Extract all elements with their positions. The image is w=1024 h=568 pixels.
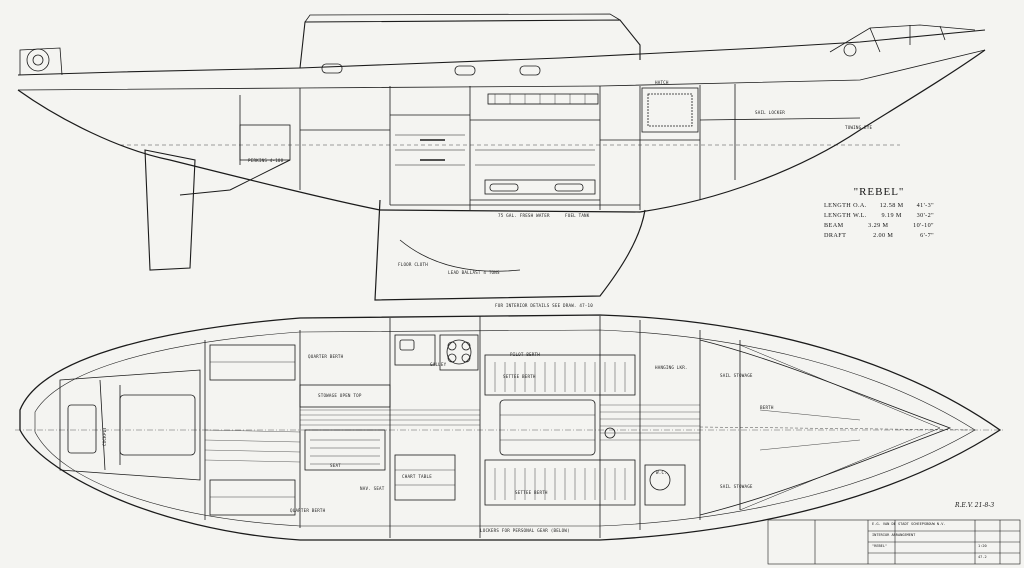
spec-row: LENGTH O.A. 12.58 M 41'-3" [824, 201, 934, 211]
saloon-table [499, 399, 596, 456]
spec-metric: 3.29 M [868, 222, 889, 229]
engine [239, 124, 291, 161]
berth-label: BERTH [760, 405, 774, 410]
spec-label: LENGTH O.A. [824, 202, 867, 209]
spec-metric: 9.19 M [881, 212, 902, 219]
sail-locker-label: SAIL LOCKER [755, 110, 785, 115]
cockpit-label: COCKPIT [102, 426, 108, 447]
shipyard-name: E.G. VAN DE STADT SCHEEPSBOUW N.V. [872, 522, 946, 526]
spec-metric: 12.58 M [879, 202, 904, 209]
galley-label: GALLEY [430, 362, 447, 367]
bow-pulpit [829, 24, 976, 53]
spec-metric: 2.00 M [873, 232, 894, 239]
portlight [519, 65, 541, 76]
quarter-berth-top-label: QUARTER BERTH [308, 354, 344, 359]
spec-imperial: 10'-10" [913, 222, 934, 229]
settee-bottom [484, 459, 636, 506]
spec-label: LENGTH W.L. [824, 212, 867, 219]
engine-label: PERKINS 4-108 [248, 158, 284, 163]
spec-imperial: 41'-3" [916, 202, 934, 209]
pilot-berth-label: PILOT BERTH [510, 352, 540, 357]
fuel-tank-label: FUEL TANK [565, 213, 590, 218]
floor-label: FLOOR CLOTH [398, 262, 428, 267]
plan-view [15, 314, 1005, 541]
cockpit [59, 369, 201, 481]
settee-bottom-label: SETTEE BERTH [515, 490, 548, 495]
spec-label: DRAFT [824, 232, 847, 239]
drawing-number: 47-2 [978, 555, 987, 559]
ballast-label: LEAD BALLAST 4 TONS [448, 270, 500, 275]
lockers-label: LOCKERS FOR PERSONAL GEAR (BELOW) [480, 528, 570, 533]
drawing-title: INTERIOR ARRANGEMENT [872, 533, 916, 537]
title-block-frame [767, 519, 1021, 565]
vessel-name: "REBEL" [853, 186, 905, 198]
spec-imperial: 30'-2" [916, 212, 934, 219]
portlight [321, 63, 343, 74]
wc-label: W.C. [656, 470, 667, 475]
winch-icon [26, 48, 50, 72]
quarter-berth-bottom-label: QUARTER BERTH [290, 508, 326, 513]
spec-imperial: 6'-7" [920, 232, 934, 239]
seat-label: SEAT [330, 463, 341, 468]
spec-row: BEAM 3.29 M 10'-10" [824, 221, 934, 231]
spec-row: LENGTH W.L. 9.19 M 30'-2" [824, 211, 934, 221]
interior-details-note: FOR INTERIOR DETAILS SEE DRAW. 47-10 [495, 303, 593, 308]
scale: 1:20 [978, 544, 987, 548]
hatch-label: HATCH [655, 80, 669, 85]
boat-name: "REBEL" [872, 544, 888, 548]
settee-top [484, 354, 636, 396]
sail-stowage-top-label: SAIL STOWAGE [720, 373, 753, 378]
revision-signature: R.E.V. 21-8-3 [955, 502, 995, 509]
towing-eye-label: TOWING EYE [845, 125, 873, 130]
sail-stowage-bottom-label: SAIL STOWAGE [720, 484, 753, 489]
hanging-locker-label: HANGING LKR. [655, 365, 688, 370]
profile-view [17, 13, 986, 301]
specifications-table: "REBEL" LENGTH O.A. 12.58 M 41'-3" LENGT… [824, 186, 934, 241]
rudder [144, 149, 196, 271]
spec-label: BEAM [824, 222, 844, 229]
chart-table-label: CHART TABLE [402, 474, 432, 479]
spec-row: DRAFT 2.00 M 6'-7" [824, 231, 934, 241]
nav-seat-label: NAV. SEAT [360, 486, 385, 491]
portlight [454, 65, 476, 76]
chart-table [394, 454, 456, 501]
fin-keel [374, 199, 646, 301]
stowage-label: STOWAGE OPEN TOP [318, 393, 362, 398]
water-tank-label: 75 GAL. FRESH WATER [498, 213, 550, 218]
settee-top-label: SETTEE BERTH [503, 374, 536, 379]
